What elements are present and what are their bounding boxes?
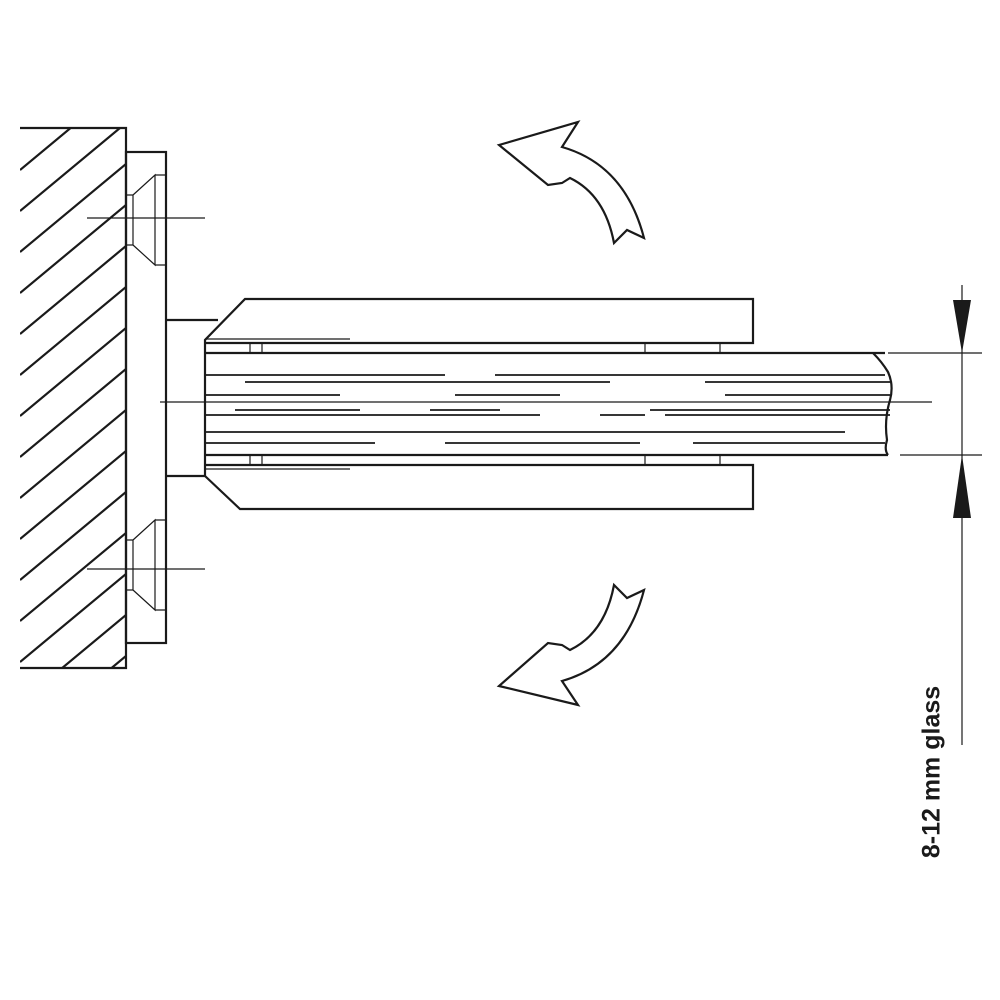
rotate-up-arrow-icon xyxy=(496,120,646,246)
hatch-line xyxy=(20,697,126,785)
clamp-upper-jaw xyxy=(203,297,755,476)
hatch-line xyxy=(60,614,126,668)
hatch-line xyxy=(20,327,126,417)
hatch-line xyxy=(20,163,126,253)
hatch-line xyxy=(20,573,126,663)
wall-hatching xyxy=(20,128,126,785)
hatch-line xyxy=(109,655,126,668)
hatch-line xyxy=(20,409,126,499)
clamp-stem xyxy=(166,318,218,478)
hatch-line xyxy=(20,368,126,458)
arrow-down-icon xyxy=(953,300,971,353)
arrow-up-icon xyxy=(953,455,971,518)
hatch-line xyxy=(20,491,126,581)
hatch-line xyxy=(20,128,73,171)
glass-panel-break xyxy=(872,352,893,456)
screw-top xyxy=(87,173,205,267)
gaskets xyxy=(205,338,888,470)
hatch-line xyxy=(20,128,122,212)
thickness-dimension xyxy=(888,285,982,745)
hatch-line xyxy=(20,286,126,376)
clamp-lower-jaw xyxy=(204,463,755,511)
glass-thickness-label: 8-12 mm glass xyxy=(917,685,946,859)
hatch-line xyxy=(20,245,126,335)
glass-panel-lines xyxy=(205,374,890,444)
screw-bottom xyxy=(87,518,205,612)
rotate-down-arrow-icon xyxy=(496,582,646,707)
mounting-plate xyxy=(124,150,168,645)
hatch-line xyxy=(20,532,126,622)
hatch-line xyxy=(20,450,126,540)
hatch-line xyxy=(20,204,126,294)
